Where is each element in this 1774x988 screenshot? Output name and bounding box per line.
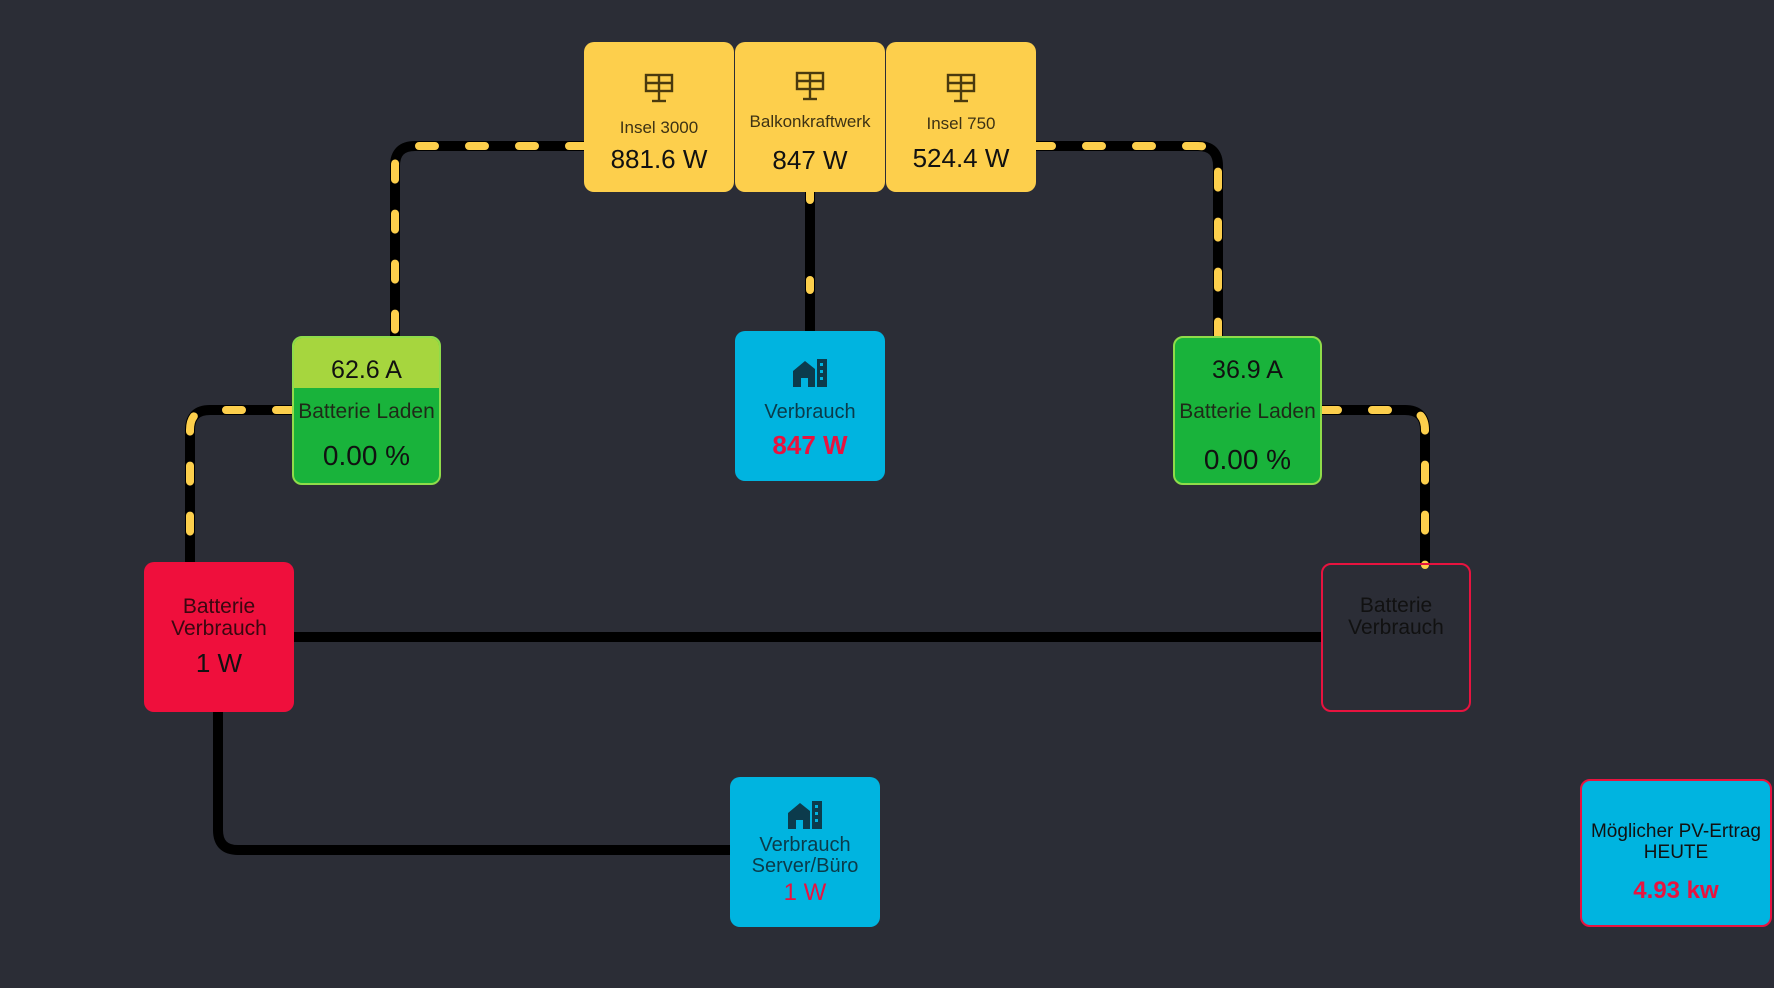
solar-name: Insel 750 bbox=[926, 114, 996, 133]
solar-name: Balkonkraftwerk bbox=[749, 112, 871, 131]
line-use-left-to-office bbox=[213, 712, 730, 855]
solar-panel-icon bbox=[946, 73, 976, 103]
consumption-label: Verbrauch Server/Büro bbox=[751, 834, 859, 877]
consumption-office[interactable]: Verbrauch Server/Büro 1 W bbox=[730, 777, 880, 927]
flow-dashes-right bbox=[1032, 142, 1222, 341]
battery-current: 36.9 A bbox=[1212, 356, 1283, 384]
solar-power: 847 W bbox=[772, 145, 848, 175]
battery-usage-value: 1 W bbox=[195, 648, 243, 678]
line-battery-left-to-use-left bbox=[185, 405, 292, 563]
solar-name: Insel 3000 bbox=[619, 118, 699, 137]
solar-panel-icon bbox=[795, 71, 825, 101]
solar-tile-insel-3000[interactable]: Insel 3000 881.6 W bbox=[584, 42, 734, 192]
battery-percent: 0.00 % bbox=[322, 440, 411, 471]
solar-panel-icon bbox=[644, 73, 674, 103]
battery-charge-left[interactable]: 62.6 A Batterie Laden 0.00 % bbox=[292, 336, 441, 485]
battery-current-band bbox=[294, 338, 439, 388]
flow-dashes-left bbox=[391, 142, 589, 341]
consumption-value: 1 W bbox=[783, 879, 827, 906]
battery-label: Batterie Laden bbox=[1179, 400, 1316, 423]
flow-dashes-battery-right bbox=[1318, 406, 1429, 569]
battery-usage-left[interactable]: Batterie Verbrauch 1 W bbox=[144, 562, 294, 712]
pv-forecast-tile[interactable]: Möglicher PV-Ertrag HEUTE 4.93 kw bbox=[1580, 779, 1772, 927]
battery-charge-right[interactable]: 36.9 A Batterie Laden 0.00 % bbox=[1173, 336, 1322, 485]
battery-percent: 0.00 % bbox=[1203, 444, 1292, 475]
pv-forecast-value: 4.93 kw bbox=[1633, 877, 1719, 904]
line-insel750-to-battery-right bbox=[1036, 141, 1223, 337]
pv-forecast-label: Möglicher PV-Ertrag HEUTE bbox=[1590, 821, 1761, 863]
battery-label: Batterie Laden bbox=[298, 400, 435, 423]
home-building-icon bbox=[788, 801, 822, 829]
line-insel3000-to-battery-left bbox=[390, 141, 585, 337]
solar-tile-balkonkraftwerk[interactable]: Balkonkraftwerk 847 W bbox=[735, 42, 885, 192]
solar-tile-insel-750[interactable]: Insel 750 524.4 W bbox=[886, 42, 1036, 192]
consumption-label: Verbrauch bbox=[764, 401, 856, 423]
consumption-main[interactable]: Verbrauch 847 W bbox=[735, 331, 885, 481]
line-battery-right-to-use-right bbox=[1322, 405, 1430, 565]
battery-usage-right[interactable]: Batterie Verbrauch bbox=[1321, 563, 1471, 712]
solar-power: 524.4 W bbox=[912, 143, 1010, 173]
solar-power: 881.6 W bbox=[610, 144, 708, 174]
battery-usage-label: Batterie Verbrauch bbox=[1348, 594, 1444, 639]
flow-dashes-battery-left bbox=[186, 406, 296, 567]
battery-current: 62.6 A bbox=[331, 356, 402, 384]
home-building-icon bbox=[793, 359, 827, 387]
consumption-value: 847 W bbox=[772, 430, 848, 460]
battery-usage-label: Batterie Verbrauch bbox=[171, 595, 267, 640]
